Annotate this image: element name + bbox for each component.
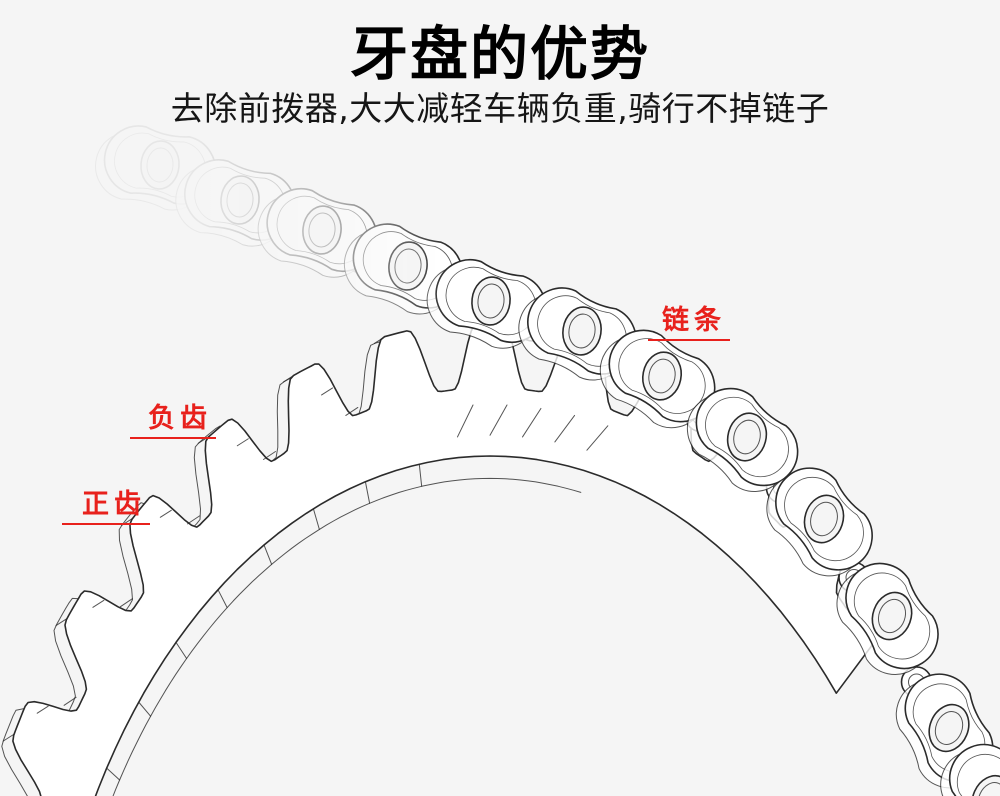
header: 牙盘的优势 去除前拨器,大大减轻车辆负重,骑行不掉链子 — [0, 24, 1000, 127]
label-positive-tooth: 正齿 — [62, 491, 150, 525]
page-title: 牙盘的优势 — [349, 20, 650, 88]
chainring-sketch — [1, 320, 905, 796]
label-negative-tooth: 负齿 — [130, 405, 216, 439]
page-subtitle: 去除前拨器,大大减轻车辆负重,骑行不掉链子 — [170, 88, 830, 128]
label-chain: 链条 — [648, 307, 730, 341]
chain-sketch — [95, 125, 1000, 796]
